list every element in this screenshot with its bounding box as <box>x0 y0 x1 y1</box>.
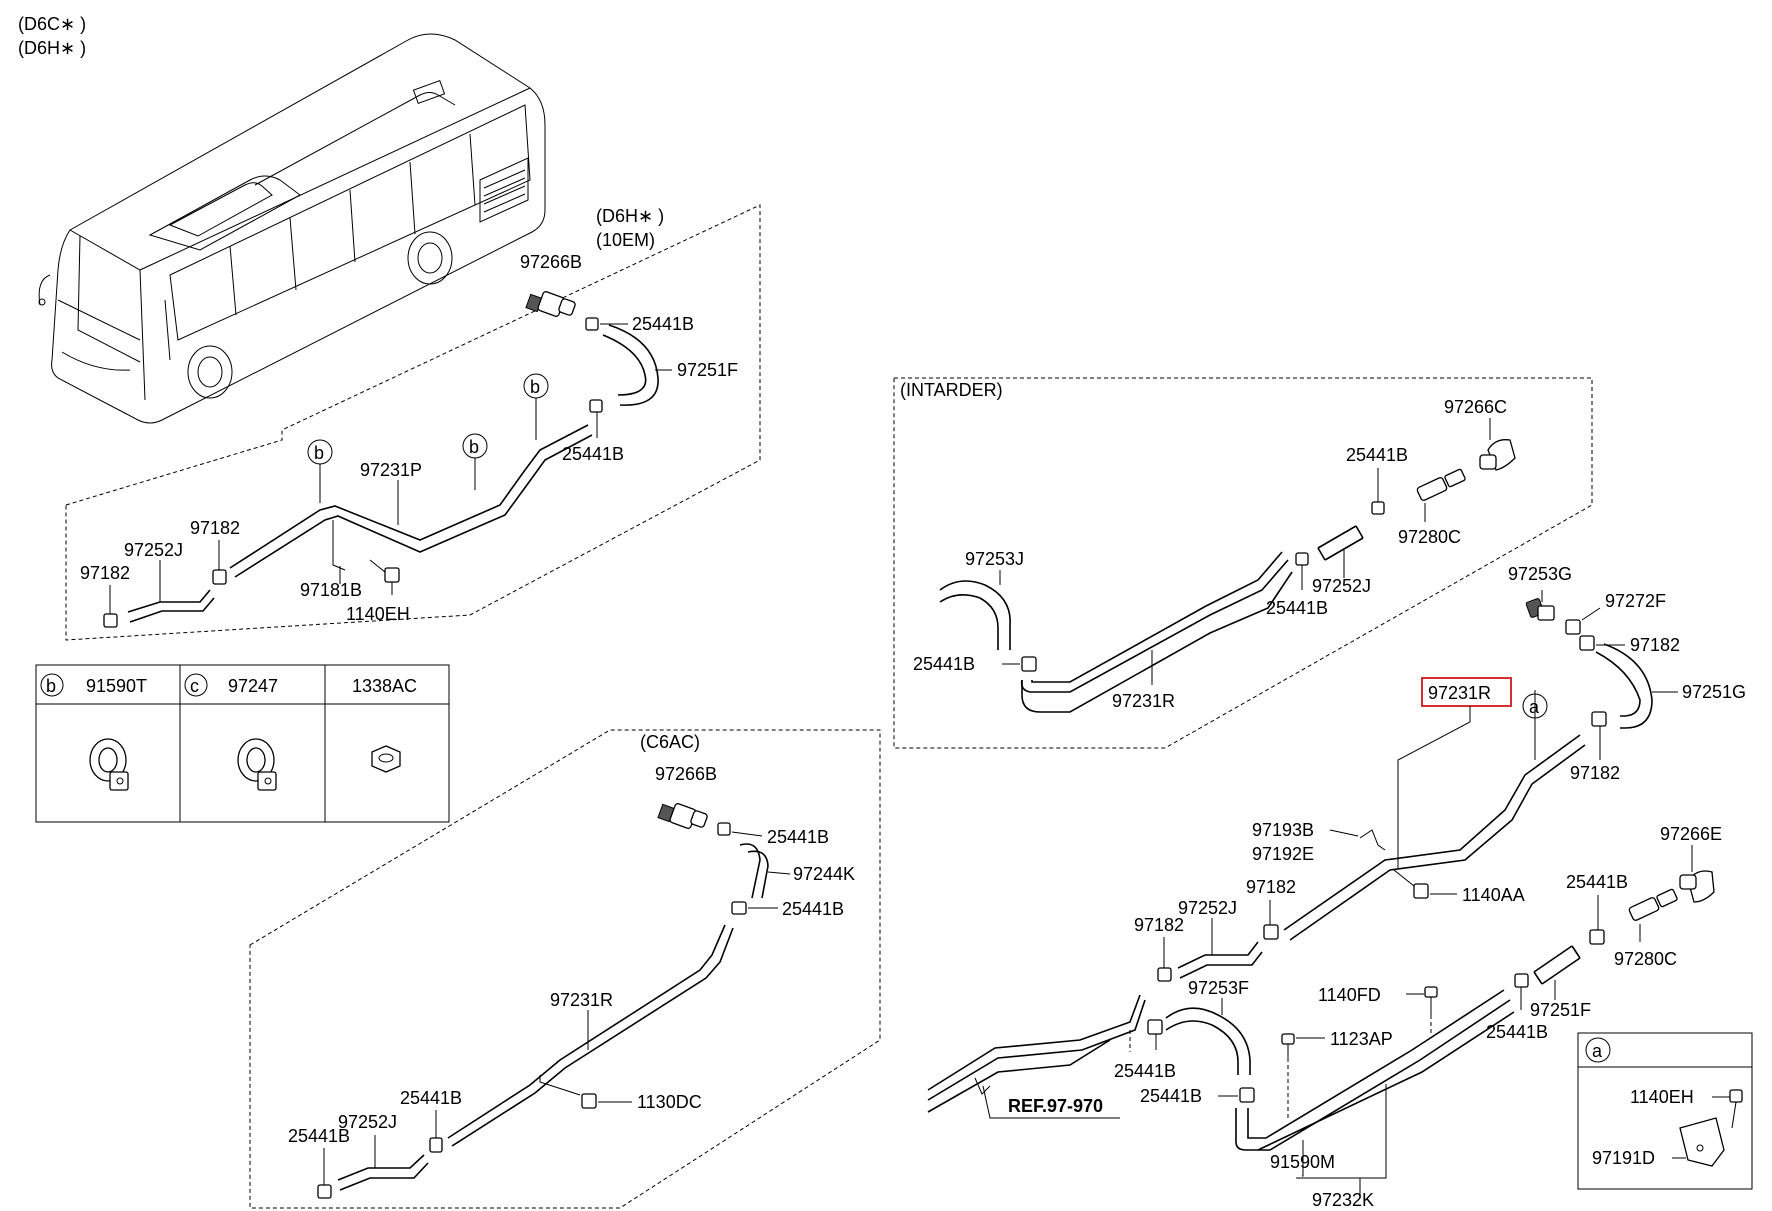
label-ref-97-970: REF.97-970 <box>1008 1096 1103 1116</box>
label-97252j: 97252J <box>124 540 183 560</box>
label-97252j-c6ac: 97252J <box>338 1112 397 1132</box>
legend-letter-b: b <box>46 676 56 696</box>
elbow-97266c <box>1479 439 1516 471</box>
label-97253f: 97253F <box>1188 978 1249 998</box>
label-1140eh: 1140EH <box>346 604 410 624</box>
svg-text:b: b <box>469 437 479 457</box>
label-97251g: 97251G <box>1682 682 1746 702</box>
detail-a-letter: a <box>1592 1041 1603 1061</box>
label-97181b: 97181B <box>300 580 362 600</box>
label-25441b-c6ac-3: 25441B <box>400 1088 462 1108</box>
label-97266b: 97266B <box>520 252 582 272</box>
label-25441b-intarder-1: 25441B <box>1346 445 1408 465</box>
label-97182-main-3: 97182 <box>1246 877 1296 897</box>
label-97253g: 97253G <box>1508 564 1572 584</box>
label-25441b-2: 25441B <box>562 444 624 464</box>
label-97266b-c6ac: 97266B <box>655 764 717 784</box>
label-97272f: 97272F <box>1605 591 1666 611</box>
label-97231r-highlight: 97231R <box>1428 683 1491 703</box>
group-intarder: (INTARDER) 97266C 97280C 25441B 97252J 2… <box>893 377 1593 749</box>
hose-clamp-icon <box>89 738 129 791</box>
nut-icon <box>371 745 401 773</box>
label-97266e: 97266E <box>1660 824 1722 844</box>
connector-97280c <box>1416 468 1466 501</box>
group-c6ac: (C6AC) 97266B 25441B 97244K 25441B 97231… <box>249 729 881 1209</box>
label-25441b-main-1: 25441B <box>1566 872 1628 892</box>
label-97231r-intarder: 97231R <box>1112 691 1175 711</box>
detail-a-box: a 1140EH 97191D <box>1577 1032 1753 1190</box>
label-1140eh-detail: 1140EH <box>1630 1087 1694 1107</box>
valve-97266b-c6ac <box>657 803 708 829</box>
legend-code-97247: 97247 <box>228 676 278 696</box>
label-97251f-main: 97251F <box>1530 1000 1591 1020</box>
label-1140aa: 1140AA <box>1462 885 1525 905</box>
bus-illustration <box>38 33 546 424</box>
svg-text:b: b <box>314 443 324 463</box>
variant-label-d6c: (D6C∗ ) <box>18 14 86 34</box>
group-d6h-10em: (D6H∗ ) (10EM) 97266B 25441B 97251F 2544… <box>65 204 761 641</box>
label-25441b-c6ac-1: 25441B <box>767 827 829 847</box>
label-97231r-c6ac: 97231R <box>550 990 613 1010</box>
label-1140fd: 1140FD <box>1318 985 1381 1005</box>
label-97266c: 97266C <box>1444 397 1507 417</box>
label-25441b-intarder-2: 25441B <box>1266 598 1328 618</box>
label-25441b-intarder-3: 25441B <box>913 654 975 674</box>
connector-97280c-main <box>1628 888 1678 921</box>
legend-letter-c: c <box>190 676 199 696</box>
label-97182-2: 97182 <box>80 563 130 583</box>
variant-label-d6h: (D6H∗ ) <box>18 38 86 58</box>
label-97182-main-4: 97182 <box>1134 915 1184 935</box>
hose-clamp-icon <box>237 738 277 791</box>
label-97252j-intarder: 97252J <box>1312 576 1371 596</box>
group-title-c6ac: (C6AC) <box>640 732 700 752</box>
label-97252j-main: 97252J <box>1178 898 1237 918</box>
label-97182-main-2: 97182 <box>1570 763 1620 783</box>
label-97182-1: 97182 <box>190 518 240 538</box>
label-25441b-main-2: 25441B <box>1486 1022 1548 1042</box>
label-25441b-main-4: 25441B <box>1140 1086 1202 1106</box>
legend-code-91590t: 91590T <box>86 676 147 696</box>
label-97191d: 97191D <box>1592 1148 1655 1168</box>
group-title-10em: (10EM) <box>596 230 655 250</box>
callout-b-3: b <box>523 373 549 440</box>
callout-b-1: b <box>307 439 333 503</box>
label-97193b: 97193B <box>1252 820 1314 840</box>
label-97280c-main: 97280C <box>1614 949 1677 969</box>
label-91590m: 91590M <box>1270 1152 1335 1172</box>
label-97231p: 97231P <box>360 460 422 480</box>
label-97192e: 97192E <box>1252 844 1314 864</box>
group-title-d6h: (D6H∗ ) <box>596 206 664 226</box>
label-97244k: 97244K <box>793 864 855 884</box>
group-title-intarder: (INTARDER) <box>900 380 1003 400</box>
legend-code-1338ac: 1338AC <box>352 676 417 696</box>
label-25441b-main-3: 25441B <box>1114 1061 1176 1081</box>
elbow-97266e <box>1679 870 1715 903</box>
legend-table: b 91590T c 97247 1338AC <box>35 664 450 823</box>
label-97232k: 97232K <box>1312 1190 1374 1210</box>
svg-text:b: b <box>530 377 540 397</box>
label-97182-main-1: 97182 <box>1630 635 1680 655</box>
label-25441b-1: 25441B <box>632 314 694 334</box>
callout-b-2: b <box>462 433 488 490</box>
highlight-box-97231r <box>1421 677 1512 707</box>
label-25441b-c6ac-4: 25441B <box>288 1126 350 1146</box>
callout-a: a <box>1529 697 1540 717</box>
valve-97266b <box>525 291 576 317</box>
label-1123ap: 1123AP <box>1330 1029 1393 1049</box>
label-97251f: 97251F <box>677 360 738 380</box>
label-97253j: 97253J <box>965 549 1024 569</box>
label-97280c-intarder: 97280C <box>1398 527 1461 547</box>
group-main: 97231R a 97193B 97192E 1140AA 97253G 972… <box>927 564 1746 1210</box>
label-25441b-c6ac-2: 25441B <box>782 899 844 919</box>
label-1130dc: 1130DC <box>637 1092 702 1112</box>
